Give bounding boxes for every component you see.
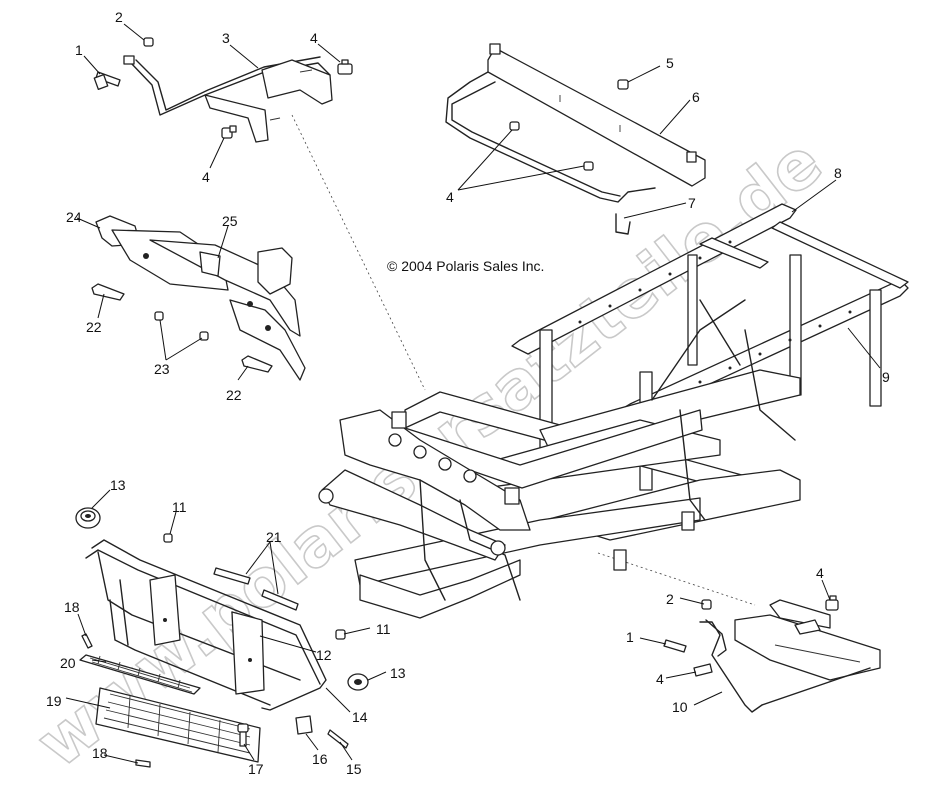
callout-18-lower: 18 (92, 745, 108, 761)
callout-4-tray: 4 (446, 189, 454, 205)
part-4-bolt-tray-a[interactable] (509, 121, 520, 131)
part-23-nut-a[interactable] (154, 311, 164, 321)
callout-6: 6 (692, 89, 700, 105)
callout-10: 10 (672, 699, 688, 715)
part-2-nut-right[interactable] (701, 599, 712, 610)
part-4-bolt-tray-b[interactable] (583, 161, 594, 171)
callout-17: 17 (248, 761, 264, 777)
part-17-bolt[interactable] (237, 723, 249, 747)
callout-22-lower: 22 (226, 387, 242, 403)
callout-24: 24 (66, 209, 82, 225)
alignment-line-front-bracket (291, 114, 426, 391)
part-19-grille-panel[interactable] (95, 687, 261, 763)
part-20-grille-mesh[interactable] (79, 654, 201, 695)
part-24-front-mount[interactable] (95, 215, 306, 381)
callout-12: 12 (316, 647, 332, 663)
callout-4-top: 4 (310, 30, 318, 46)
part-1-bolt-top[interactable] (93, 71, 121, 90)
part-22-bolt-lower[interactable] (241, 355, 273, 373)
callout-5: 5 (666, 55, 674, 71)
part-25-mount-bracket[interactable] (199, 247, 293, 295)
callout-7: 7 (688, 195, 696, 211)
part-4-bolt-mid[interactable] (221, 125, 237, 139)
callout-21: 21 (266, 529, 282, 545)
callout-16: 16 (312, 751, 328, 767)
part-18-bolt-lower[interactable] (135, 759, 151, 768)
main-frame[interactable] (318, 203, 909, 619)
callout-19: 19 (46, 693, 62, 709)
callout-2-top: 2 (115, 9, 123, 25)
callout-11-upper: 11 (172, 499, 187, 515)
leader-lines (65, 23, 881, 764)
callout-1-right: 1 (626, 629, 634, 645)
callout-9: 9 (882, 369, 890, 385)
part-14-front-bumper[interactable] (85, 539, 327, 711)
callout-4-right-lower: 4 (656, 671, 664, 687)
callout-18-upper: 18 (64, 599, 80, 615)
callout-3: 3 (222, 30, 230, 46)
callout-15: 15 (346, 761, 362, 777)
part-13-grommet-right[interactable] (347, 673, 369, 691)
part-11-nut-upper[interactable] (163, 533, 173, 543)
callout-8: 8 (834, 165, 842, 181)
part-22-bolt-upper[interactable] (91, 283, 125, 301)
part-15-screw[interactable] (327, 729, 349, 749)
part-10-rear-lower-bracket[interactable] (699, 599, 881, 713)
callout-2-right: 2 (666, 591, 674, 607)
callout-1-top: 1 (75, 42, 83, 58)
part-11-nut-lower[interactable] (335, 629, 346, 640)
callout-14: 14 (352, 709, 368, 725)
callouts: 1 2 3 4 4 5 6 4 7 8 9 24 25 22 23 22 13 … (46, 9, 890, 777)
callout-23: 23 (154, 361, 170, 377)
part-4-bolt-right-lower[interactable] (693, 663, 713, 677)
callout-4-rear: 4 (816, 565, 824, 581)
part-13-grommet-left[interactable] (75, 507, 101, 529)
part-6-rear-bracket[interactable] (445, 43, 706, 203)
callout-20: 20 (60, 655, 76, 671)
part-4-bolt-rear-upper[interactable] (825, 595, 839, 611)
part-5-nut[interactable] (617, 79, 629, 90)
copyright-text: © 2004 Polaris Sales Inc. (387, 258, 544, 274)
part-21-stud-a[interactable] (213, 567, 251, 585)
part-16-clip[interactable] (295, 715, 313, 735)
part-21-stud-b[interactable] (261, 589, 299, 611)
callout-25: 25 (222, 213, 238, 229)
callout-13-right: 13 (390, 665, 406, 681)
callout-13-left: 13 (110, 477, 126, 493)
callout-11-lower: 11 (376, 621, 391, 637)
part-3-front-upper-bracket[interactable] (123, 55, 333, 143)
part-2-nut-top[interactable] (143, 37, 154, 47)
callout-4-mid: 4 (202, 169, 210, 185)
part-7-clip[interactable] (615, 213, 631, 235)
part-1-bolt-right[interactable] (663, 639, 687, 653)
callout-22-upper: 22 (86, 319, 102, 335)
part-18-bolt-upper[interactable] (81, 633, 93, 649)
part-4-bolt-top[interactable] (337, 59, 353, 75)
